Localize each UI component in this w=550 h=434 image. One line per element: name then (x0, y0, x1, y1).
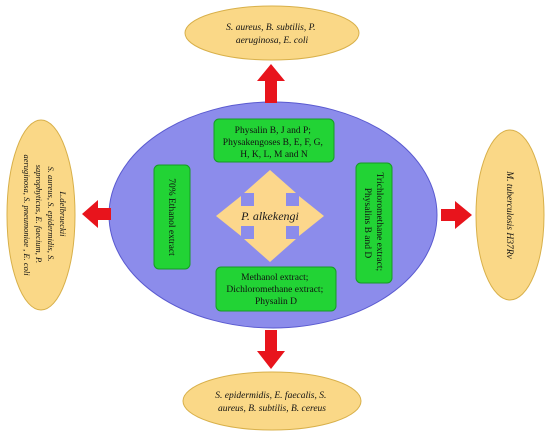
center-label: P. alkekengi (240, 209, 299, 223)
top-compound-box (213, 118, 335, 163)
target-ellipse-bottom (182, 371, 362, 431)
svg-text:Methanol extract; Dichloro: Methanol extract; Dichloromethane extrac… (226, 273, 325, 307)
svg-text:Physalin B, J and P; Phys: Physalin B, J and P; Physakengoses B, E,… (223, 126, 325, 160)
bottom-compound-box (215, 266, 337, 312)
bottom-box-line: Methanol extract; (241, 273, 308, 283)
arrow-left (82, 200, 111, 228)
svg-text:L.delbrueckii S. aureus, S: L.delbrueckii S. aureus, S. epidermidis,… (22, 154, 68, 276)
bottom-box-line: Physalin D (255, 297, 297, 307)
target-left-line: saprophyticus, E. faecium, P. (34, 165, 44, 263)
bottom-box-line: Dichloromethane extract; (226, 285, 323, 295)
arrow-right (441, 201, 472, 229)
center-four-way-arrow (216, 170, 324, 262)
target-bottom-line: aureus, B. subtilis, B. cereus (218, 404, 326, 414)
svg-text:M. tuberculosis H37Rv: M. tuberculosis H37Rv (504, 170, 514, 259)
target-top-line: aeruginosa, E. coli (236, 36, 309, 46)
svg-text:S. epidermidis, E. faecalis, S: S. epidermidis, E. faecalis, S. aureus, … (215, 390, 328, 414)
target-ellipse-left (6, 119, 76, 311)
right-box-line: Trichloromethane extract; (374, 173, 384, 272)
top-box-line: Physakengoses B, E, F, G, (223, 138, 323, 148)
target-ellipse-top (184, 5, 360, 61)
svg-text:70% Ethanol extract: 70% Ethanol extract (166, 178, 176, 256)
right-box-line: Physalins B and D (362, 188, 372, 259)
right-compound-box (355, 162, 393, 284)
svg-text:Trichloromethane extract;: Trichloromethane extract; Physalins B an… (362, 173, 384, 274)
top-box-line: H, K, L, M and N (240, 150, 308, 160)
target-top-line: S. aureus, B. subtilis, P. (226, 23, 315, 33)
target-left-line: S. aureus, S. epidermidis, S. (46, 167, 56, 262)
target-right-line: M. tuberculosis H37Rv (504, 170, 514, 259)
target-left-line: L.delbrueckii (58, 190, 68, 237)
arrow-down (257, 330, 285, 369)
left-box-line: 70% Ethanol extract (166, 178, 176, 256)
target-ellipse-right (475, 129, 545, 301)
target-bottom-line: S. epidermidis, E. faecalis, S. (215, 390, 326, 401)
arrow-up (257, 64, 285, 103)
top-box-line: Physalin B, J and P; (235, 126, 311, 136)
svg-text:S. aureus, B. subtilis, P.: S. aureus, B. subtilis, P. aeruginosa, E… (226, 23, 318, 46)
left-compound-box (153, 164, 191, 270)
target-left-line: aeruginosa, S. pneumoniae , E. coli (22, 154, 32, 276)
